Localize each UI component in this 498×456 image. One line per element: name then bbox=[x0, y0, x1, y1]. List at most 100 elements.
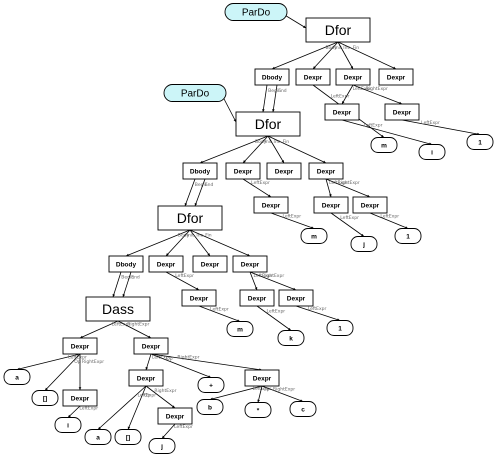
edge-n4-n7 bbox=[352, 84, 403, 105]
arrowhead-n20-n22 bbox=[254, 287, 258, 290]
edge-label: LeftExpr bbox=[364, 122, 383, 128]
arrowhead-n29-l18 bbox=[257, 399, 260, 403]
node-label: Dexpr bbox=[387, 75, 406, 82]
edge-n13-l4 bbox=[270, 212, 315, 229]
node-label: Dexpr bbox=[157, 262, 176, 269]
edge-label: Init bbox=[187, 233, 194, 239]
edge-label: RightExpr bbox=[366, 86, 388, 92]
edge-n27-l12 bbox=[67, 405, 81, 418]
arrowhead-n1-n3 bbox=[313, 66, 316, 69]
leaf-label: m bbox=[237, 327, 243, 334]
edge-n8-n10 bbox=[242, 135, 269, 164]
leaf-label: a bbox=[96, 435, 100, 442]
node-label: Dass bbox=[102, 301, 134, 317]
node-shape bbox=[114, 429, 142, 445]
leaf-node: 1 bbox=[466, 134, 494, 150]
leaf-node: * bbox=[244, 402, 272, 418]
edge-n2-n8 bbox=[272, 84, 278, 113]
edge-n23-l9 bbox=[295, 305, 341, 321]
node-shape bbox=[266, 162, 302, 180]
arrowhead-n24-n25 bbox=[80, 335, 83, 339]
node-dexpr: Dexpr bbox=[232, 255, 268, 273]
node-dexpr: Dexpr bbox=[253, 196, 289, 214]
node-shape bbox=[335, 68, 371, 86]
edge-n26-n28 bbox=[145, 353, 152, 371]
arrowhead-n17-n24 bbox=[122, 294, 126, 297]
leaf-node: + bbox=[197, 377, 225, 393]
edge-label: Inc bbox=[196, 233, 203, 239]
edge-label: Body bbox=[255, 139, 267, 145]
node-label: Dexpr bbox=[322, 203, 341, 210]
edge-label: Begin bbox=[121, 275, 134, 281]
edge-n2-n8 bbox=[262, 84, 268, 113]
arrowhead-n25-l11 bbox=[45, 387, 48, 391]
leaf-node: [] bbox=[114, 429, 142, 445]
edge-label: Fin bbox=[205, 233, 212, 239]
edge-n7-l3 bbox=[401, 119, 481, 135]
node-shape bbox=[225, 162, 261, 180]
node-dexpr: Dexpr bbox=[384, 103, 420, 121]
node-shape bbox=[350, 236, 378, 252]
arrowhead-n18-n21 bbox=[196, 287, 199, 290]
edge-label: LeftExpr bbox=[331, 94, 350, 100]
leaf-node: m bbox=[370, 137, 398, 153]
node-label: Dexpr bbox=[253, 376, 272, 383]
edge-label: Op bbox=[166, 356, 173, 362]
arrowhead-n16-n19 bbox=[207, 253, 210, 256]
leaf-label: m bbox=[381, 143, 387, 150]
node-dexpr: Dexpr bbox=[266, 162, 302, 180]
leaf-node: i bbox=[54, 417, 82, 433]
edge-n25-l10 bbox=[16, 353, 81, 370]
edge-n15-l6 bbox=[369, 212, 409, 229]
node-shape bbox=[244, 369, 280, 387]
node-label: Dbody bbox=[116, 262, 137, 269]
edge-n16-n18 bbox=[165, 229, 191, 257]
edge-label: End bbox=[205, 182, 214, 188]
node-label: Dexpr bbox=[287, 296, 306, 303]
node-label: Dfor bbox=[177, 210, 204, 226]
leaf-node: i bbox=[418, 144, 446, 160]
annotation-label: ParDo bbox=[242, 8, 271, 19]
node-label: Dbody bbox=[262, 75, 283, 82]
arrowhead-n4-n6 bbox=[342, 101, 345, 104]
node-shape bbox=[84, 429, 112, 445]
node-dexpr: Dexpr bbox=[324, 103, 360, 121]
node-label: Dexpr bbox=[142, 344, 161, 351]
node-shape bbox=[108, 255, 144, 273]
node-shape bbox=[196, 399, 224, 415]
arrowhead-n8-n12 bbox=[323, 160, 326, 164]
node-label: Dexpr bbox=[248, 296, 267, 303]
node-label: Dexpr bbox=[333, 110, 352, 117]
leaf-label: j bbox=[362, 242, 365, 249]
leaf-label: [] bbox=[126, 435, 130, 442]
pardo-annotation: ParDo bbox=[163, 84, 227, 102]
node-shape bbox=[163, 84, 227, 102]
edge-n9-n16 bbox=[194, 178, 206, 207]
arrowhead-n30-l16 bbox=[162, 435, 165, 439]
node-shape bbox=[254, 68, 290, 86]
edge-n17-n24 bbox=[112, 271, 122, 298]
edge-n6-l2 bbox=[341, 119, 433, 145]
edge-n28-n30 bbox=[145, 385, 176, 409]
node-shape bbox=[157, 407, 193, 425]
node-dexpr: Dexpr bbox=[278, 289, 314, 307]
node-shape bbox=[308, 162, 344, 180]
node-shape bbox=[192, 255, 228, 273]
node-dexpr: Dexpr bbox=[157, 407, 193, 425]
edge-n24-n25 bbox=[79, 320, 119, 339]
node-label: Dexpr bbox=[241, 262, 260, 269]
arrowhead-n26-n28 bbox=[145, 367, 149, 370]
node-dexpr: Dexpr bbox=[192, 255, 228, 273]
node-shape bbox=[62, 337, 98, 355]
node-label: Dexpr bbox=[190, 296, 209, 303]
edge-n9-n16 bbox=[184, 178, 196, 207]
edge-label: LeftExpr bbox=[308, 306, 327, 312]
leaf-node: m bbox=[300, 228, 328, 244]
leaf-label: j bbox=[160, 444, 163, 451]
leaf-node: j bbox=[148, 438, 176, 454]
edge-label: LeftExpr bbox=[282, 213, 301, 219]
node-shape bbox=[128, 369, 164, 387]
node-shape bbox=[384, 103, 420, 121]
